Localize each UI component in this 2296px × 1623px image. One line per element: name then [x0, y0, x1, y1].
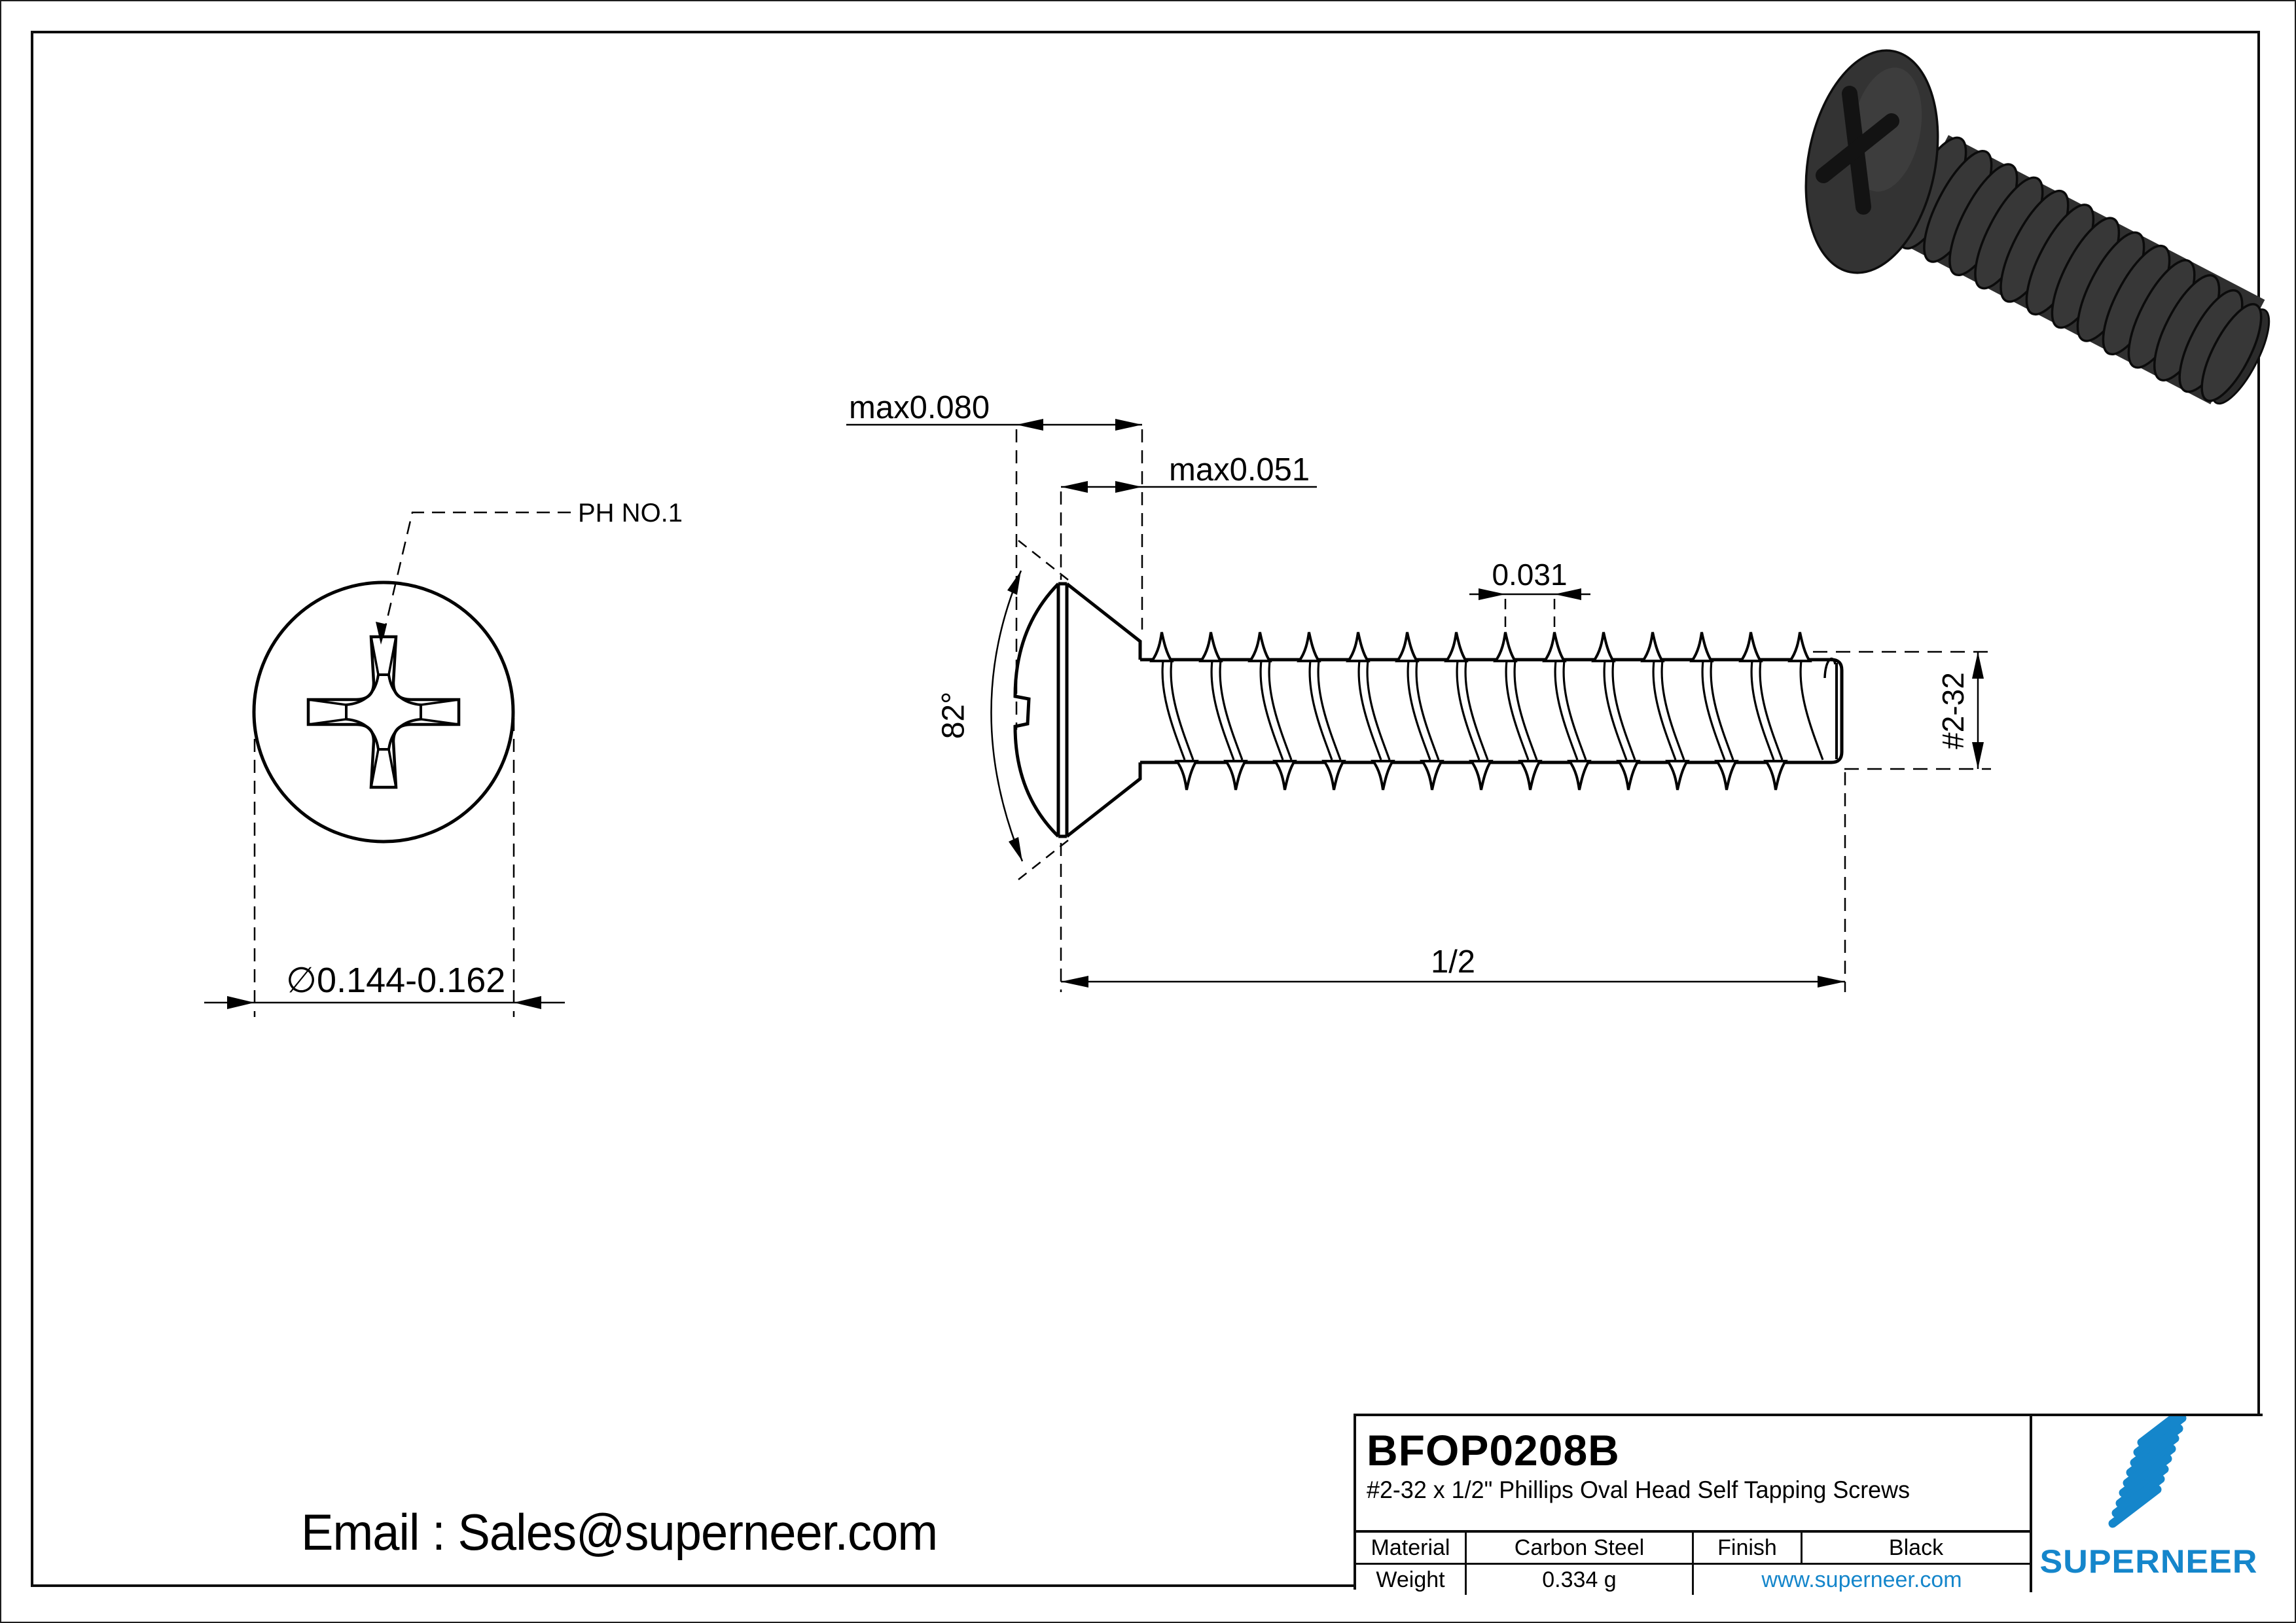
head-face-lines: [1056, 582, 1069, 838]
diameter-extension-lines: [253, 718, 515, 1017]
head-cone: [1066, 582, 1142, 838]
dim-angle-label: 82°: [937, 692, 971, 740]
weight-label: Weight: [1376, 1567, 1445, 1592]
finish-value: Black: [1801, 1533, 2030, 1563]
thread-flanks: [1161, 660, 1824, 760]
website-link[interactable]: www.superneer.com: [1692, 1565, 2030, 1595]
diameter-label: ∅0.144-0.162: [286, 961, 505, 1000]
part-description: #2-32 x 1/2" Phillips Oval Head Self Tap…: [1367, 1476, 1910, 1503]
thread-crests-top: [1149, 632, 1812, 662]
dim-pitch-ext: [1504, 599, 1556, 628]
brand-logo: SUPERNEER: [2032, 1404, 2265, 1592]
dim-head-height-arrow-right: [1115, 419, 1142, 431]
spec-table: Material Carbon Steel Finish Black Weigh…: [1356, 1530, 2030, 1595]
phillips-wedges: [308, 636, 459, 788]
dim-dome-height-label: max0.051: [1169, 452, 1310, 488]
thread-runout-hook: [1823, 657, 1837, 679]
screw-3d-phillips-icon: [1816, 86, 1899, 215]
screw-3d-threads: [1897, 136, 2263, 402]
dim-length-label: 1/2: [1431, 944, 1475, 980]
thread-crests-bottom: [1174, 760, 1788, 791]
dim-angle-arrow-top: [1007, 571, 1021, 595]
dim-angle-arc: [990, 570, 1024, 862]
contact-email[interactable]: Email : Sales@superneer.com: [301, 1503, 938, 1561]
dim-head-height-ext: [1015, 429, 1143, 730]
dim-length-arrow-left: [1061, 976, 1088, 988]
part-number: BFOP0208B: [1367, 1426, 1620, 1474]
head-outline-circle: [252, 580, 515, 844]
dim-length-arrow-right: [1818, 976, 1845, 988]
recess-leader-arrowhead: [376, 622, 387, 645]
dim-head-height-label: max0.080: [849, 390, 990, 425]
diameter-arrow-right: [514, 996, 541, 1009]
material-label: Material: [1371, 1535, 1450, 1560]
dim-thread-arrow-top: [1972, 652, 1984, 679]
dim-head-height-arrow-left: [1016, 419, 1043, 431]
dim-pitch-label: 0.031: [1492, 558, 1567, 592]
phillips-cross-inner: [345, 673, 422, 751]
dim-pitch-arrow-right: [1554, 588, 1581, 600]
phillips-cross-outer: [306, 635, 461, 789]
dim-length-ext: [1060, 772, 1846, 992]
side-view: [1013, 582, 1844, 838]
front-view: PH NO.1 ∅0.144-0.162: [204, 499, 683, 1017]
head-dome-arc: [1013, 582, 1060, 838]
spec-row-weight: Weight 0.334 g www.superneer.com: [1356, 1563, 2030, 1595]
finish-label: Finish: [1692, 1533, 1801, 1563]
diameter-arrow-left: [227, 996, 255, 1009]
recess-leader-line: [381, 511, 571, 641]
weight-value: 0.334 g: [1465, 1565, 1692, 1595]
dimensions: max0.080 max0.051 82° 0.031 #2-3: [846, 390, 1991, 992]
dim-angle-arrow-bottom: [1009, 837, 1022, 861]
spec-row-material: Material Carbon Steel Finish Black: [1356, 1533, 2030, 1563]
title-block-divider: [2030, 1416, 2032, 1592]
brand-name: SUPERNEER: [2039, 1543, 2258, 1580]
dim-thread-ext: [1813, 651, 1991, 770]
dim-angle-construction-lines: [1018, 540, 1069, 880]
dim-pitch-arrow-left: [1479, 588, 1505, 600]
screw-end-face: [1813, 658, 1844, 764]
dim-dome-height-arrow-right: [1115, 481, 1142, 493]
material-value: Carbon Steel: [1465, 1533, 1692, 1563]
drawing-frame: [31, 31, 2260, 1587]
dim-dome-height-arrow-left: [1061, 481, 1088, 493]
dim-thread-label: #2-32: [1936, 672, 1970, 749]
title-block: BFOP0208B #2-32 x 1/2" Phillips Oval Hea…: [1354, 1404, 2265, 1595]
screw-3d-shaft: [1893, 135, 2270, 405]
dim-thread-arrow-bottom: [1972, 742, 1984, 769]
screw-3d-render: [1804, 49, 2270, 405]
recess-label: PH NO.1: [578, 499, 683, 527]
